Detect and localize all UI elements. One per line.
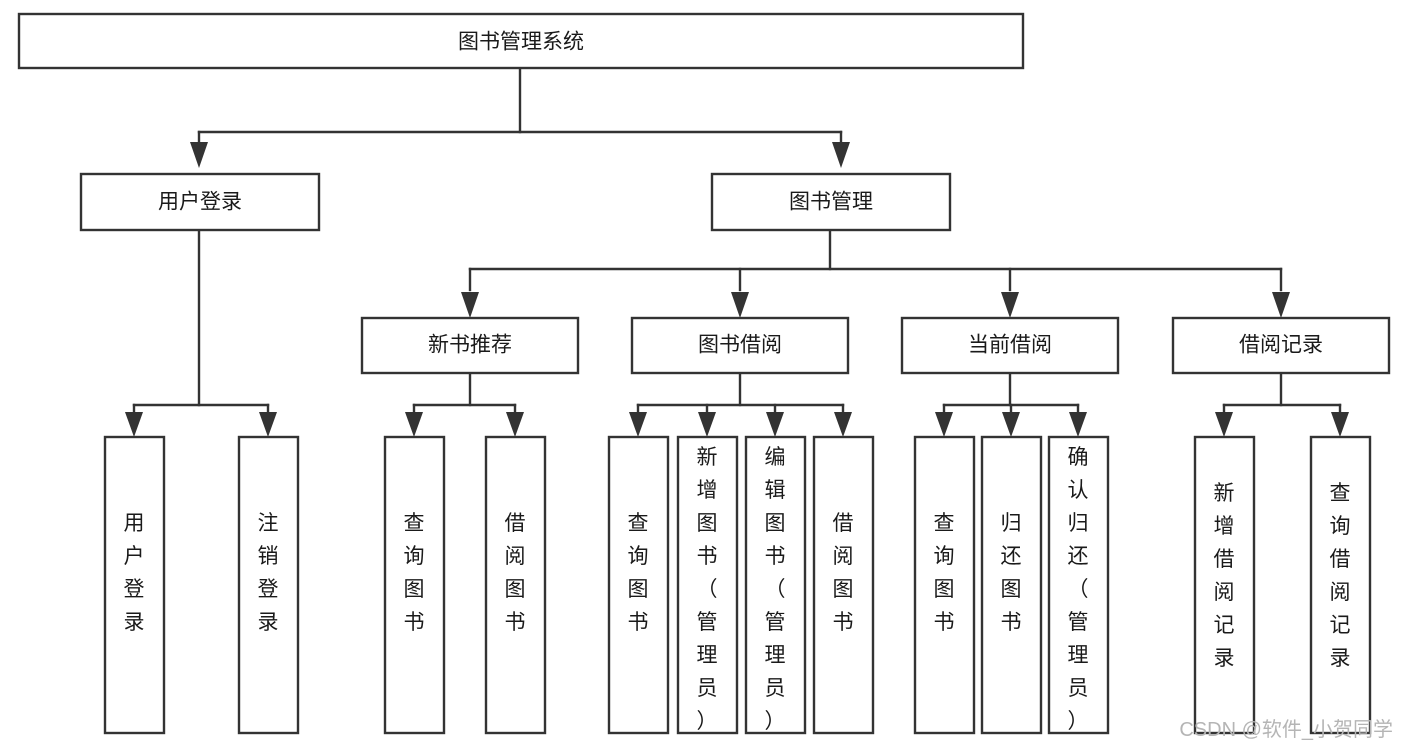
arrow-icon-bookmanage-child-1 — [461, 292, 479, 318]
node-leaf-borrow-book-2[interactable]: 借阅图书 — [812, 435, 875, 735]
node-leaf-edit-book[interactable]: 编辑图书（管理员） — [744, 435, 807, 735]
arrow-icon-currentborrow-leaf-1 — [935, 412, 953, 437]
arrowhead-layer — [125, 142, 1349, 437]
node-leaf-query-book-2[interactable]: 查询图书 — [607, 435, 670, 735]
arrow-icon-newbook-leaf-2 — [506, 412, 524, 437]
node-leaf-edit-book-box[interactable] — [744, 435, 807, 735]
node-leaf-query-book-1-box[interactable] — [383, 435, 446, 735]
node-leaf-query-record-box[interactable] — [1309, 435, 1372, 735]
node-book-manage[interactable]: 图书管理 — [710, 172, 952, 232]
node-leaf-borrow-book-1-label: 借阅图书 — [505, 512, 526, 634]
node-leaf-query-record-label: 查询借阅记录 — [1330, 482, 1351, 670]
node-leaf-edit-book-label: 编辑图书（管理员） — [765, 446, 786, 733]
node-book-manage-label: 图书管理 — [789, 191, 873, 214]
node-leaf-query-record[interactable]: 查询借阅记录 — [1309, 435, 1372, 735]
arrow-icon-bookmanage-child-4 — [1272, 292, 1290, 318]
node-new-book-rec[interactable]: 新书推荐 — [360, 316, 580, 375]
node-book-manage-box[interactable] — [710, 172, 952, 232]
node-leaf-confirm-return[interactable]: 确认归还（管理员） — [1047, 435, 1110, 735]
node-leaf-user-login[interactable]: 用户登录 — [103, 435, 166, 735]
node-new-book-rec-box[interactable] — [360, 316, 580, 375]
node-leaf-borrow-book-1[interactable]: 借阅图书 — [484, 435, 547, 735]
node-leaf-add-record-label: 新增借阅记录 — [1214, 482, 1235, 670]
node-leaf-add-book[interactable]: 新增图书（管理员） — [676, 435, 739, 735]
node-user-login-label: 用户登录 — [158, 191, 242, 214]
arrow-icon-newbook-leaf-1 — [405, 412, 423, 437]
node-leaf-add-book-label: 新增图书（管理员） — [697, 446, 718, 733]
arrow-icon-userlogin-leaf-2 — [259, 412, 277, 437]
node-leaf-query-book-1-label: 查询图书 — [404, 512, 425, 634]
arrow-icon-bookmanage-child-3 — [1001, 292, 1019, 318]
node-leaf-logout-box[interactable] — [237, 435, 300, 735]
arrow-icon-currentborrow-leaf-3 — [1069, 412, 1087, 437]
node-root-box[interactable] — [17, 12, 1025, 70]
node-leaf-borrow-book-2-label: 借阅图书 — [833, 512, 854, 634]
arrow-icon-borrowrecord-leaf-1 — [1215, 412, 1233, 437]
node-leaf-add-record-box[interactable] — [1193, 435, 1256, 735]
node-book-borrow[interactable]: 图书借阅 — [630, 316, 850, 375]
node-user-login-box[interactable] — [79, 172, 321, 232]
node-leaf-query-book-2-label: 查询图书 — [628, 512, 649, 634]
arrow-icon-root-to-user-login — [190, 142, 208, 168]
node-book-borrow-label: 图书借阅 — [698, 334, 782, 357]
node-user-login[interactable]: 用户登录 — [79, 172, 321, 232]
node-borrow-record[interactable]: 借阅记录 — [1171, 316, 1391, 375]
node-leaf-return-book-label: 归还图书 — [1001, 512, 1022, 634]
arrow-icon-borrowrecord-leaf-2 — [1331, 412, 1349, 437]
node-leaf-confirm-return-label: 确认归还（管理员） — [1068, 446, 1089, 733]
node-leaf-borrow-book-2-box[interactable] — [812, 435, 875, 735]
node-leaf-user-login-label: 用户登录 — [124, 512, 145, 634]
node-leaf-query-book-1[interactable]: 查询图书 — [383, 435, 446, 735]
node-leaf-add-record[interactable]: 新增借阅记录 — [1193, 435, 1256, 735]
arrow-icon-root-to-book-manage — [832, 142, 850, 168]
arrow-icon-currentborrow-leaf-2 — [1002, 412, 1020, 437]
node-new-book-rec-label: 新书推荐 — [428, 334, 512, 357]
node-leaf-confirm-return-box[interactable] — [1047, 435, 1110, 735]
arrow-icon-userlogin-leaf-1 — [125, 412, 143, 437]
node-current-borrow-label: 当前借阅 — [968, 334, 1052, 357]
node-leaf-logout[interactable]: 注销登录 — [237, 435, 300, 735]
node-leaf-borrow-book-1-box[interactable] — [484, 435, 547, 735]
node-leaf-add-book-box[interactable] — [676, 435, 739, 735]
node-leaf-return-book[interactable]: 归还图书 — [980, 435, 1043, 735]
node-book-borrow-box[interactable] — [630, 316, 850, 375]
node-borrow-record-label: 借阅记录 — [1239, 334, 1323, 357]
node-leaf-query-book-2-box[interactable] — [607, 435, 670, 735]
node-current-borrow[interactable]: 当前借阅 — [900, 316, 1120, 375]
node-leaf-logout-label: 注销登录 — [258, 512, 279, 634]
node-current-borrow-box[interactable] — [900, 316, 1120, 375]
arrow-icon-bookborrow-leaf-2 — [698, 412, 716, 437]
node-leaf-query-book-3-label: 查询图书 — [934, 512, 955, 634]
csdn-watermark: CSDN @软件_小贺同学 — [1179, 718, 1393, 741]
node-leaf-return-book-box[interactable] — [980, 435, 1043, 735]
node-leaf-query-book-3-box[interactable] — [913, 435, 976, 735]
arrow-icon-bookborrow-leaf-4 — [834, 412, 852, 437]
node-root-label: 图书管理系统 — [458, 31, 584, 54]
arrow-icon-bookmanage-child-2 — [731, 292, 749, 318]
arrow-icon-bookborrow-leaf-3 — [766, 412, 784, 437]
node-borrow-record-box[interactable] — [1171, 316, 1391, 375]
node-leaf-user-login-box[interactable] — [103, 435, 166, 735]
node-leaf-query-book-3[interactable]: 查询图书 — [913, 435, 976, 735]
node-root[interactable]: 图书管理系统 — [17, 12, 1025, 70]
arrow-icon-bookborrow-leaf-1 — [629, 412, 647, 437]
